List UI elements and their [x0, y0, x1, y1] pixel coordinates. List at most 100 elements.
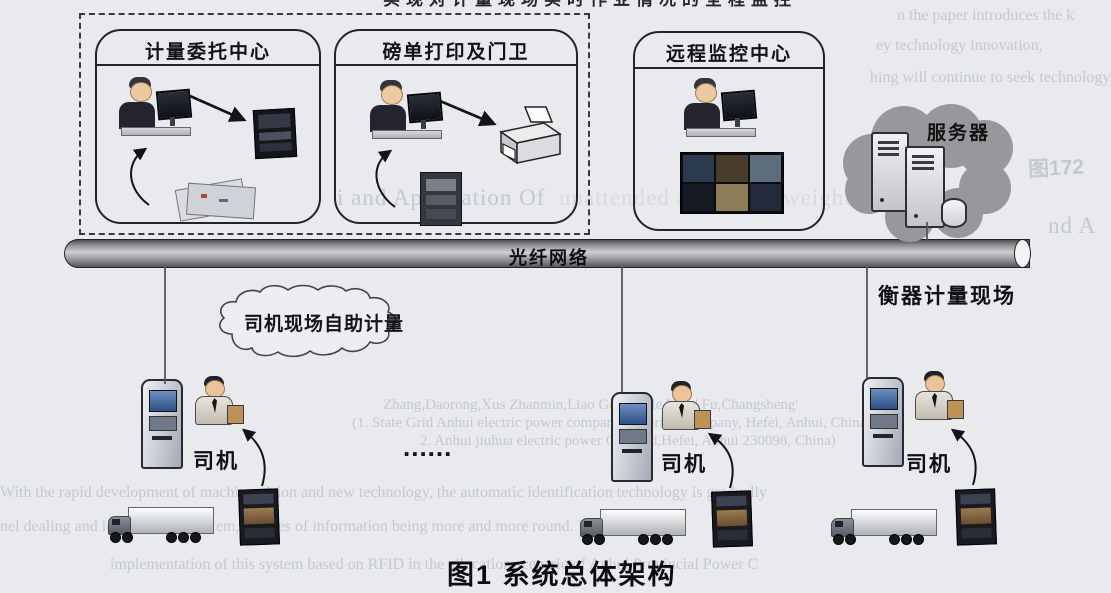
fiber-network-pipe: 光纤网络 — [64, 238, 1031, 268]
bleed-text: hing will continue to seek technology ac… — [870, 69, 1111, 86]
server-label: 服务器 — [927, 123, 991, 144]
truck-icon — [827, 509, 939, 549]
weighing-site-label: 衡器计量现场 — [878, 285, 1016, 308]
truck-wheel — [594, 534, 605, 545]
bleed-text: (1. State Grid Anhui electric power comp… — [352, 415, 867, 431]
box-title-divider — [97, 64, 319, 66]
desk-icon — [121, 127, 191, 136]
bleed-text: 图172 — [1027, 155, 1085, 182]
truck-wheel — [662, 534, 673, 545]
kiosk-slot — [873, 434, 893, 438]
figure-caption: 图1 系统总体架构 — [447, 560, 677, 590]
truck-wheel — [110, 532, 121, 543]
kiosk-screen — [870, 388, 898, 410]
video-cell — [716, 184, 748, 211]
doc-row — [426, 195, 456, 205]
ellipsis-dots: ...... — [403, 432, 453, 462]
kiosk-screen — [619, 403, 647, 425]
driver-briefcase — [947, 400, 964, 419]
video-cell — [749, 155, 781, 182]
operator-torso — [684, 103, 720, 130]
kiosk-keypad — [149, 416, 177, 431]
operator-computer-icon — [119, 77, 193, 139]
monitor-stand — [735, 118, 740, 127]
truck-wheel — [166, 532, 177, 543]
video-cell — [683, 184, 715, 211]
server-slot — [878, 141, 900, 144]
truck-trailer — [851, 509, 937, 536]
operator-face — [381, 85, 403, 105]
video-cell — [683, 155, 715, 182]
monitor-stand — [421, 120, 426, 129]
bleed-text: ey technology innovation, — [876, 37, 1043, 54]
box-title-divider — [635, 67, 823, 69]
terminal-screen — [258, 113, 291, 129]
driver-label: 司机 — [661, 453, 707, 476]
dashed-boundary — [79, 13, 590, 235]
driver-tie — [932, 393, 937, 408]
truck-wheel — [845, 534, 856, 545]
desk-icon — [372, 130, 442, 139]
kiosk-slot — [622, 449, 642, 453]
cloud-path — [219, 284, 397, 358]
monitor-icon — [720, 89, 758, 122]
video-cell — [716, 155, 748, 182]
server-led — [914, 214, 918, 218]
database-cylinder-icon — [941, 198, 967, 228]
operator-face — [695, 83, 717, 103]
card-strip — [244, 527, 275, 539]
box-metering-center: 计量委托中心 — [95, 29, 321, 224]
monitor-stand — [170, 117, 175, 126]
server-led — [880, 198, 884, 202]
doc-row — [426, 209, 456, 219]
operator-face — [130, 82, 152, 102]
driver-icon — [656, 381, 711, 449]
server-slot — [912, 167, 935, 170]
truck-icon — [576, 509, 688, 549]
video-wall-icon — [680, 152, 784, 214]
truck-wheel — [833, 534, 844, 545]
driver-tie — [212, 398, 217, 413]
operator-torso — [119, 102, 155, 129]
driver-briefcase — [694, 410, 711, 429]
kiosk-slot — [152, 436, 172, 440]
card-strip — [716, 509, 748, 527]
card-strip — [243, 493, 274, 505]
bleed-text: Zhang,Daorong,Xus Zhanmin,Liao Genyu',He… — [383, 397, 799, 413]
kiosk-keypad — [870, 414, 898, 429]
self-service-kiosk — [611, 392, 653, 482]
bleed-text: With the rapid development of machine vi… — [0, 484, 767, 501]
card-strip — [961, 527, 992, 539]
box-title: 计量委托中心 — [144, 42, 271, 63]
driver-tie — [679, 403, 684, 418]
clipped-top-text: 实现对计量现场实时作业情况的全程监控 — [383, 0, 1111, 9]
printer-side-face — [516, 133, 561, 164]
server-tower-icon — [905, 146, 945, 228]
server-cloud: 服务器 — [843, 104, 1013, 242]
driver-label: 司机 — [906, 453, 952, 476]
truck-window — [584, 521, 592, 527]
truck-icon — [104, 507, 216, 547]
weighbill-photo-icon — [420, 172, 462, 226]
operator-torso — [370, 105, 406, 132]
printer-paper-top — [523, 106, 554, 123]
operator-computer-icon — [684, 78, 758, 140]
rfid-card-icon — [238, 488, 280, 546]
monitor-icon — [155, 88, 193, 121]
driver-briefcase — [227, 405, 244, 424]
truck-wheel — [889, 534, 900, 545]
truck-wheel — [582, 534, 593, 545]
self-service-kiosk — [141, 379, 183, 469]
server-slot — [878, 153, 900, 156]
card-strip — [717, 529, 748, 541]
clipped-top-text-line: 实现对计量现场实时作业情况的全程监控 — [383, 0, 1111, 9]
self-service-kiosk — [862, 377, 904, 467]
server-slot — [912, 155, 935, 158]
cloud-outline — [219, 284, 397, 358]
truck-wheel — [638, 534, 649, 545]
kiosk-keypad — [619, 429, 647, 444]
server-slot — [912, 161, 935, 164]
truck-wheel — [650, 534, 661, 545]
doc-row — [426, 179, 456, 191]
printer-output-paper — [502, 143, 516, 161]
